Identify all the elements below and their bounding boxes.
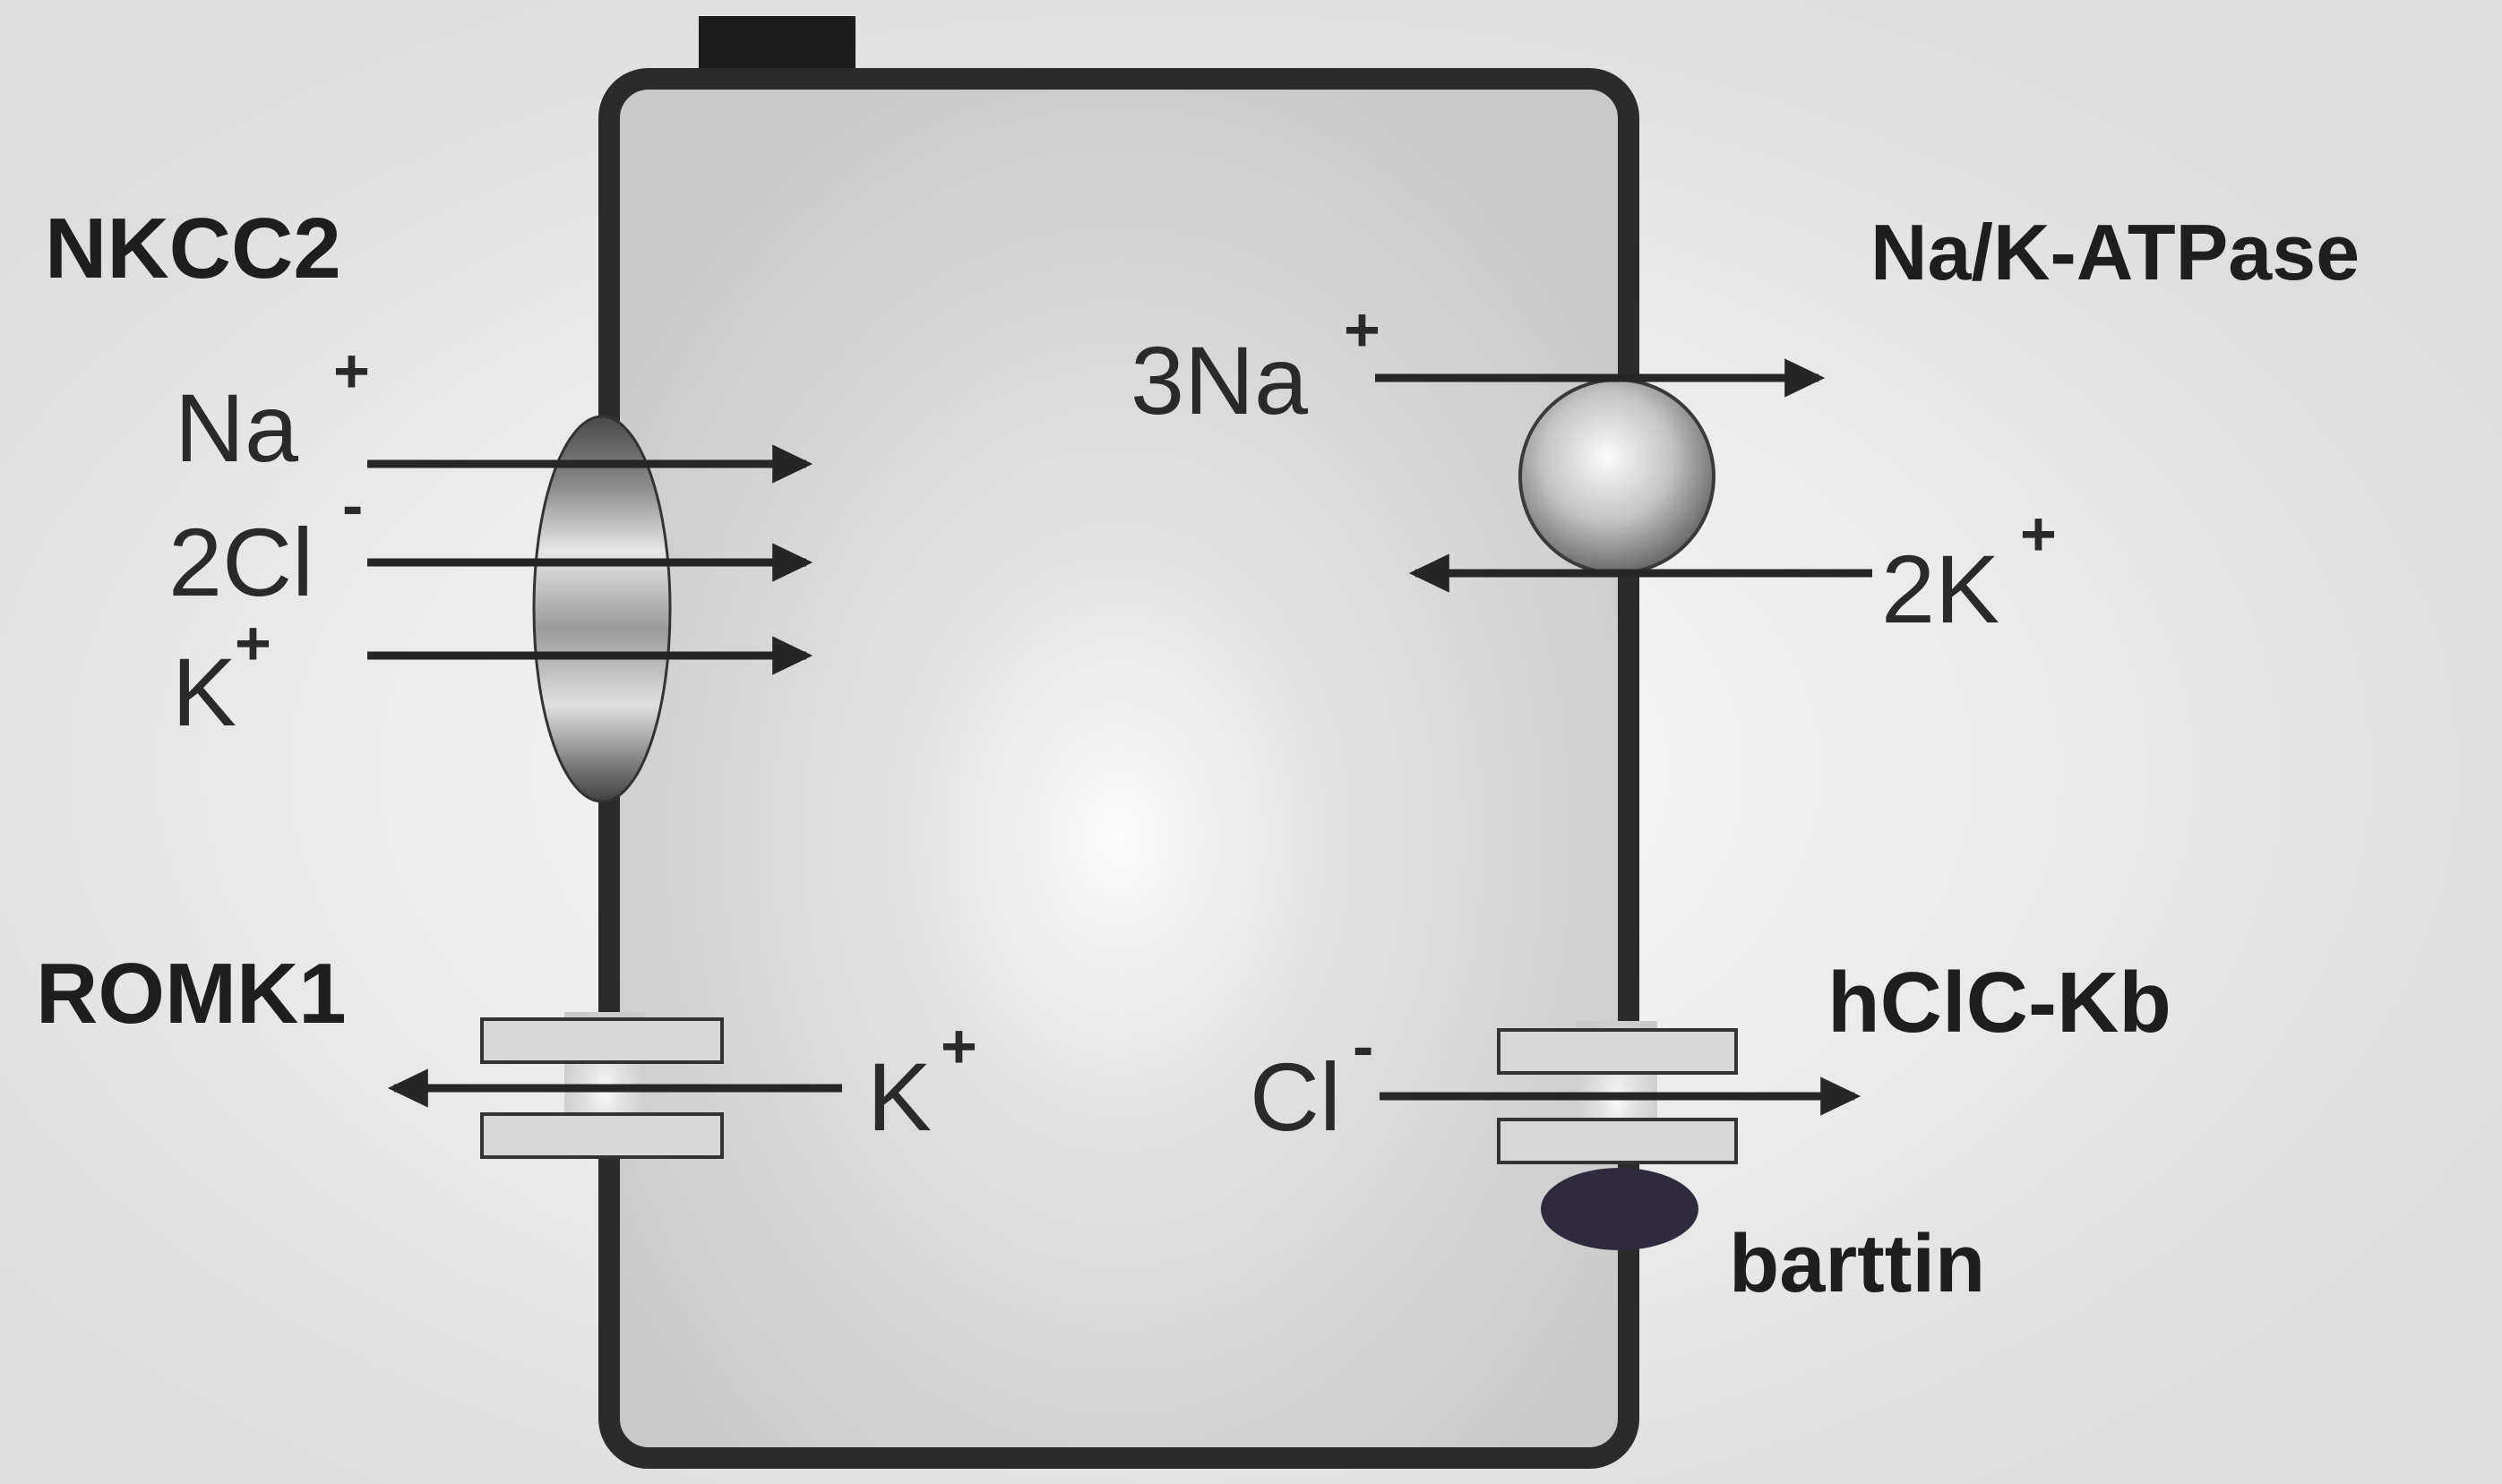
na-k-atpase-pump xyxy=(1518,378,1715,575)
nkcc2-na-base: Na xyxy=(175,373,299,482)
romk1-channel-bottom xyxy=(480,1112,724,1159)
clc-cl-base: Cl xyxy=(1250,1042,1341,1151)
barttin-label: barttin xyxy=(1729,1218,1985,1309)
hclc-kb-channel-bottom xyxy=(1497,1118,1738,1164)
romk-k-base: K xyxy=(867,1042,932,1151)
nkcc2-k-charge: + xyxy=(235,608,271,678)
atpase-k-charge: + xyxy=(2020,499,2057,569)
cell-body xyxy=(598,68,1639,1469)
romk-k-charge: + xyxy=(941,1011,977,1081)
clc-cl-charge: - xyxy=(1353,1011,1373,1081)
nkcc2-na-charge: + xyxy=(333,336,370,406)
hclc-kb-label: hClC-Kb xyxy=(1827,955,2171,1051)
nkcc2-cl-charge: - xyxy=(342,470,363,540)
nkcc2-cl-base: 2Cl xyxy=(168,508,314,616)
barttin-subunit xyxy=(1541,1168,1698,1250)
romk1-channel-top xyxy=(480,1017,724,1064)
atpase-na-charge: + xyxy=(1344,295,1380,365)
nkcc2-k-base: K xyxy=(172,638,236,746)
nkcc2-label: NKCC2 xyxy=(45,201,341,296)
nkcc2-na-ion: Na + xyxy=(175,336,370,482)
nkcc2-cl-ion: 2Cl - xyxy=(168,470,363,616)
atpase-k-base: 2K xyxy=(1881,535,1999,643)
clc-cl-ion: Cl - xyxy=(1250,1011,1373,1151)
hclc-kb-channel-top xyxy=(1497,1028,1738,1075)
atpase-na-base: 3Na xyxy=(1131,326,1309,434)
romk-k-ion: K + xyxy=(867,1011,977,1151)
nkcc2-transporter xyxy=(532,415,672,803)
nkcc2-k-ion: K + xyxy=(172,608,271,746)
atpase-na-ion: 3Na + xyxy=(1131,295,1380,434)
atpase-k-ion: 2K + xyxy=(1881,499,2057,643)
na-k-atpase-label: Na/K-ATPase xyxy=(1870,208,2360,296)
romk1-label: ROMK1 xyxy=(36,946,347,1042)
